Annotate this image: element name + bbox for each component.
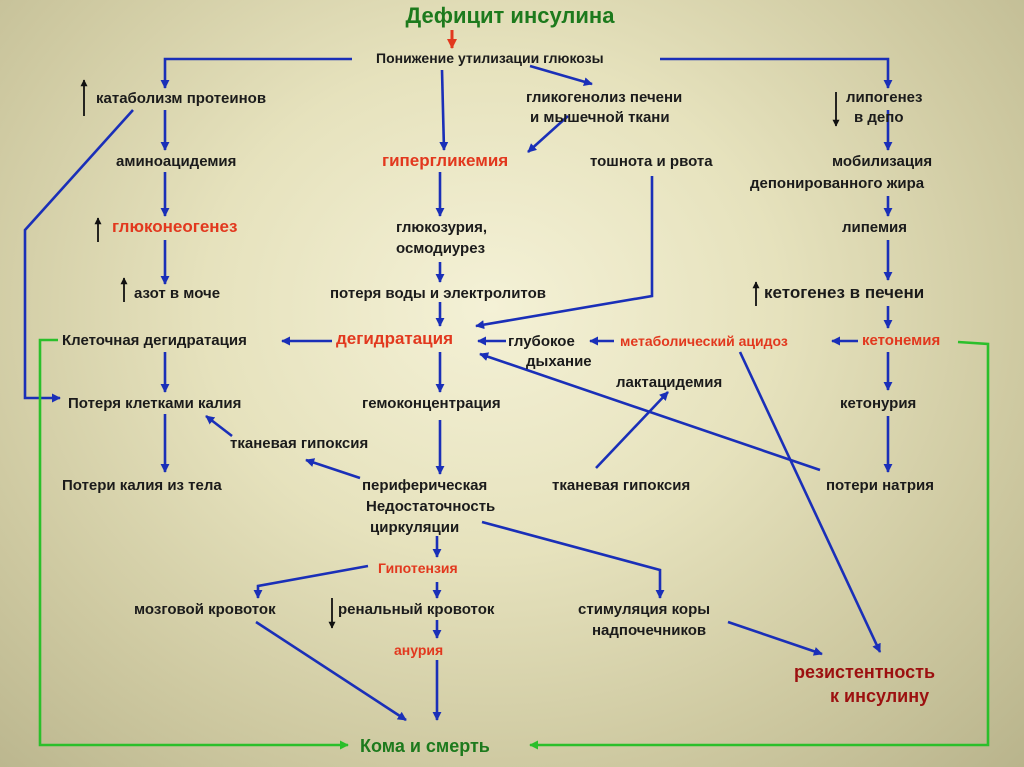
node-peripheral-3: циркуляции [370, 519, 460, 536]
node-ketonemia: кетонемия [862, 332, 941, 349]
node-brain-blood-flow: мозговой кровоток [134, 601, 276, 618]
diagram-title: Дефицит инсулина [405, 3, 615, 28]
node-protein-catabolism: катаболизм протеинов [96, 90, 267, 107]
node-adrenal-2: надпочечников [592, 622, 707, 639]
node-lipogenesis-2: в депо [854, 109, 904, 126]
node-glucosuria-1: глюкозурия, [396, 219, 488, 236]
node-coma-death: Кома и смерть [360, 736, 490, 756]
node-metabolic-acidosis: метаболический ацидоз [620, 333, 788, 349]
node-hemoconcentration: гемоконцентрация [362, 395, 501, 412]
node-ketogenesis: кетогенез в печени [764, 283, 925, 302]
node-hyperglycemia: гипергликемия [382, 151, 509, 170]
node-hypotension: Гипотензия [378, 560, 458, 576]
node-glycogenolysis-1: гликогенолиз печени [526, 89, 683, 106]
node-potassium-body: Потери калия из тела [62, 477, 222, 494]
node-ketonuria: кетонурия [840, 395, 917, 412]
node-glycogenolysis-2: и мышечной ткани [530, 109, 670, 126]
node-lipogenesis-1: липогенез [846, 89, 923, 106]
node-urine-nitrogen: азот в моче [134, 285, 221, 302]
node-peripheral-2: Недостаточность [366, 498, 496, 515]
node-renal-blood-flow: ренальный кровоток [338, 601, 495, 618]
node-insulin-resistance-1: резистентность [794, 662, 936, 682]
node-water-loss: потеря воды и электролитов [330, 285, 546, 302]
node-mobilization-1: мобилизация [832, 153, 933, 170]
node-adrenal-1: стимуляция коры [578, 601, 711, 618]
node-anuria: анурия [394, 642, 444, 658]
node-glucosuria-2: осмодиурез [396, 240, 486, 257]
node-deep-breathing-2: дыхание [526, 353, 592, 370]
node-aminoacidemia: аминоацидемия [116, 153, 237, 170]
node-deep-breathing-1: глубокое [508, 333, 575, 350]
node-insulin-resistance-2: к инсулину [830, 686, 930, 706]
node-glucose-utilization: Понижение утилизации глюкозы [376, 50, 604, 66]
node-potassium-cells: Потеря клетками калия [68, 395, 242, 412]
node-mobilization-2: депонированного жира [750, 175, 925, 192]
node-sodium-loss: потери натрия [826, 477, 934, 494]
node-cell-dehydration: Клеточная дегидратация [62, 332, 247, 349]
node-dehydration: дегидратация [336, 329, 454, 348]
node-tissue-hypoxia-right: тканевая гипоксия [552, 477, 691, 494]
node-gluconeogenesis: глюконеогенез [112, 217, 238, 236]
node-lactacidemia: лактацидемия [616, 374, 723, 391]
node-nausea: тошнота и рвота [590, 153, 713, 170]
node-peripheral-1: периферическая [362, 477, 488, 494]
node-tissue-hypoxia-left: тканевая гипоксия [230, 435, 369, 452]
node-lipemia: липемия [842, 219, 908, 236]
